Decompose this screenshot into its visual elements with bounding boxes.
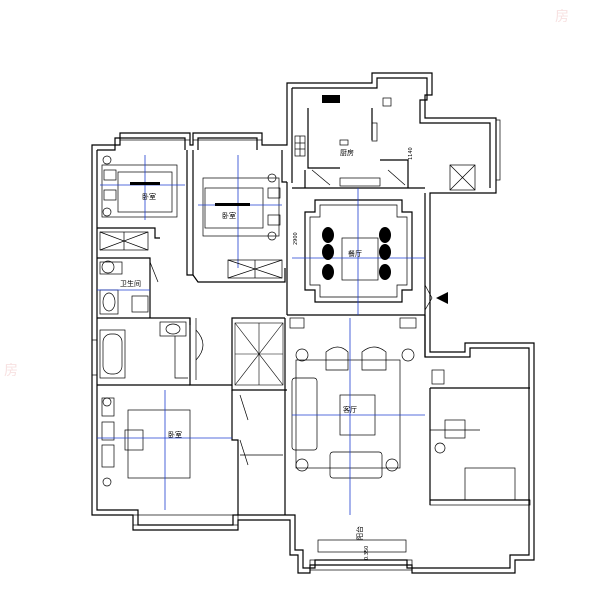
living-label: 客厅 [343, 405, 357, 414]
living-room: 客厅 [289, 317, 425, 515]
watermark-left: 房 [4, 363, 18, 379]
wardrobe-hatch [234, 322, 284, 466]
entrance-arrow-icon [436, 292, 448, 304]
right-room [430, 369, 516, 501]
dining-label: 餐厅 [348, 249, 362, 258]
interior-walls [97, 88, 530, 515]
dining-room: 餐厅 2900 [292, 188, 448, 315]
second-bedroom: 卧室 [198, 155, 283, 279]
lower-bedroom-label: 卧室 [168, 430, 182, 439]
windows [91, 119, 531, 571]
dining-dimension: 2900 [293, 232, 299, 245]
bathroom: 卫生间 [97, 260, 204, 380]
bathroom-label: 卫生间 [120, 279, 141, 288]
master-bedroom: 卧室 [99, 155, 185, 251]
utility-room [449, 164, 476, 191]
master-bedroom-label: 卧室 [142, 192, 156, 201]
kitchen: 厨房 1140 [294, 95, 414, 187]
outer-walls [91, 72, 535, 574]
balcony-elevation: 0.350 [364, 546, 370, 560]
lower-bedroom: 卧室 [97, 390, 232, 510]
second-bedroom-label: 卧室 [222, 211, 236, 220]
balcony-label: 阳台 [355, 526, 364, 540]
kitchen-dimension: 1140 [408, 147, 414, 160]
kitchen-label: 厨房 [340, 148, 354, 157]
watermark-top-right: 房 [555, 9, 569, 25]
balcony: 阳台 0.350 [317, 526, 407, 560]
